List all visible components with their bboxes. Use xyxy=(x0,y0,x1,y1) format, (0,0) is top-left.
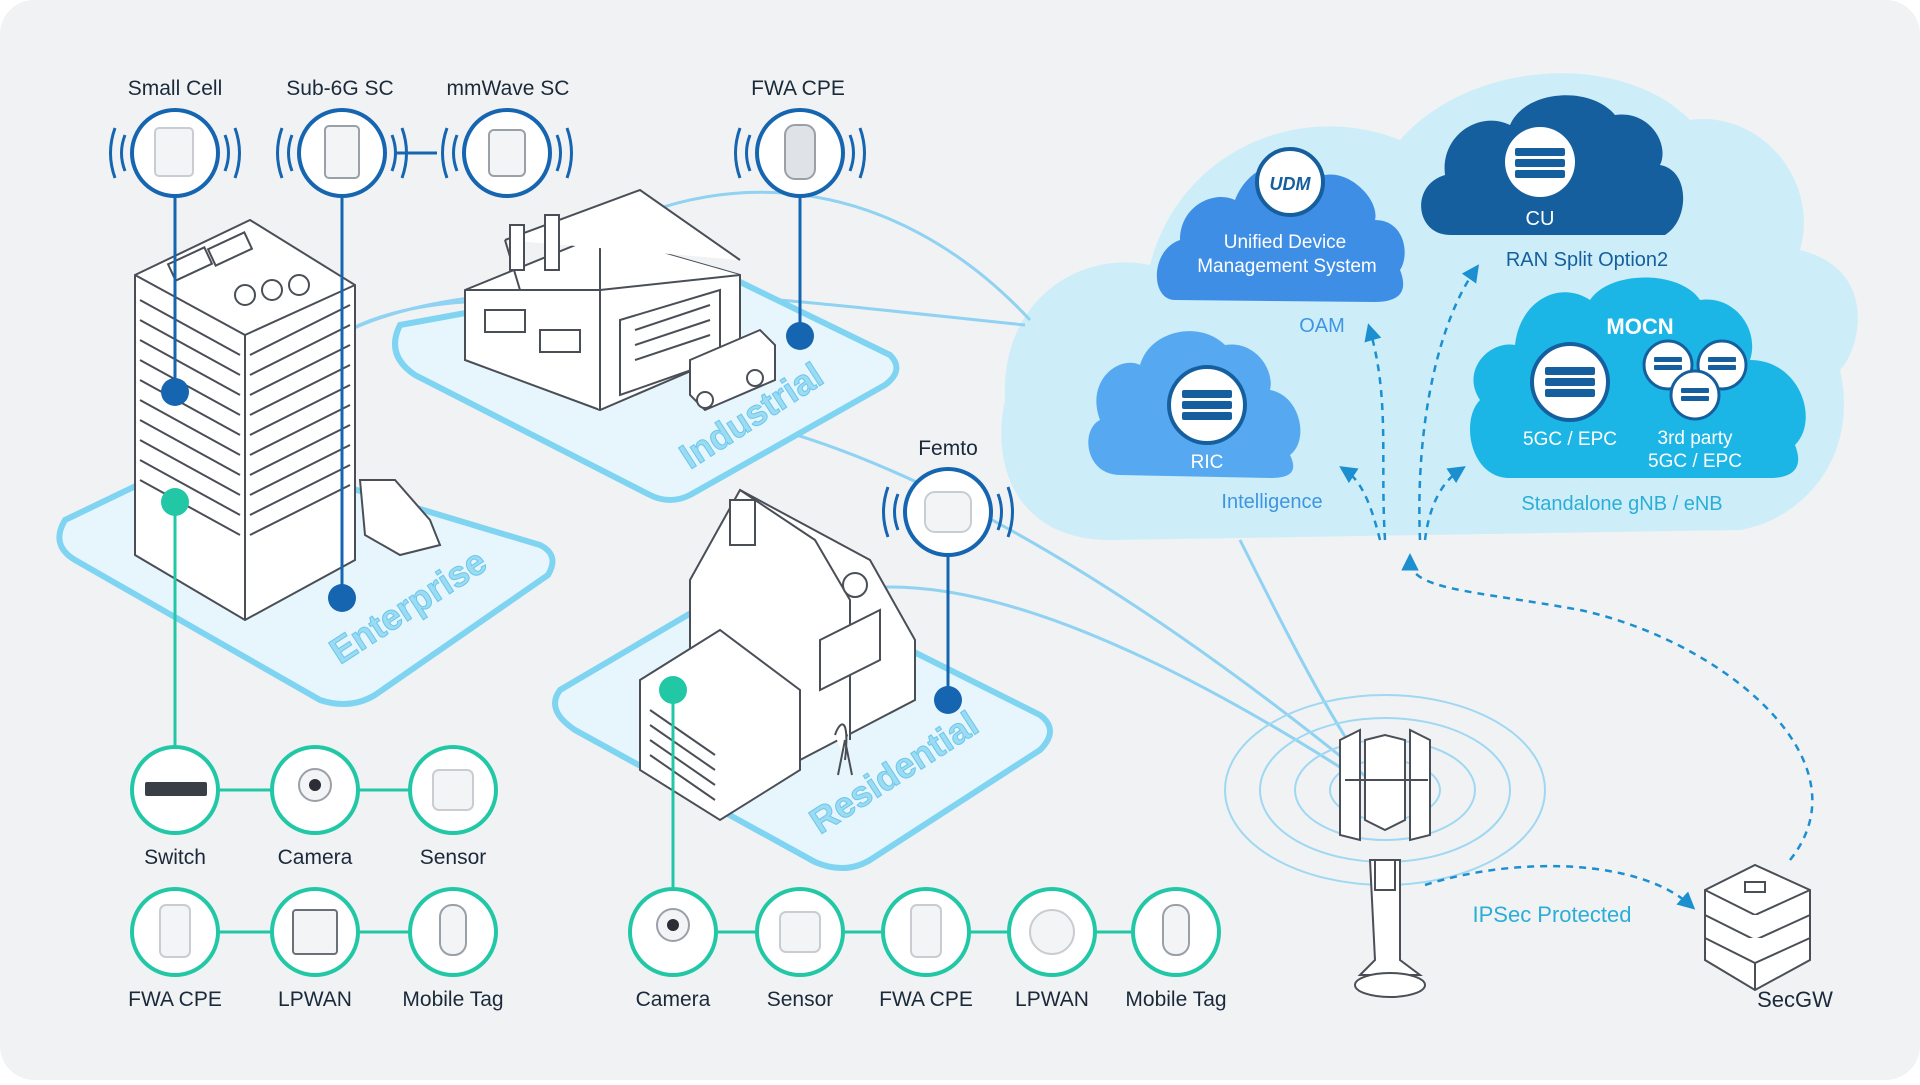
sub6g-sc-node[interactable] xyxy=(297,108,387,198)
switch-node[interactable] xyxy=(130,745,220,835)
3rd-party-server-icon-c xyxy=(1669,369,1721,421)
femto-label: Femto xyxy=(918,437,978,460)
fwa-cpe-icon xyxy=(159,904,191,958)
sensor-label-enterprise: Sensor xyxy=(420,846,487,869)
lpwan-icon xyxy=(1029,909,1075,955)
standalone-label: Standalone gNB / eNB xyxy=(1521,493,1722,515)
small-cell-icon xyxy=(154,127,194,177)
sensor-node-enterprise[interactable] xyxy=(408,745,498,835)
femto-node[interactable] xyxy=(903,467,993,557)
teal-endpoint-dots xyxy=(161,488,687,704)
fwa-cpe-node[interactable] xyxy=(755,108,845,198)
switch-label: Switch xyxy=(144,846,206,869)
fwa-cpe-label-enterprise: FWA CPE xyxy=(128,988,222,1011)
mobile-tag-icon xyxy=(1162,904,1190,956)
factory-building xyxy=(464,188,776,412)
fwa-cpe-label-residential: FWA CPE xyxy=(879,988,973,1011)
small-cell-label: Small Cell xyxy=(128,77,223,100)
ipsec-arrow xyxy=(1424,864,1696,910)
mmwave-sc-label: mmWave SC xyxy=(447,77,570,100)
fwa-cpe-label: FWA CPE xyxy=(751,77,845,100)
sub6g-sc-label: Sub-6G SC xyxy=(286,77,393,100)
mobile-tag-icon xyxy=(439,904,467,956)
device-connector-lines xyxy=(173,151,950,700)
secgw-appliance xyxy=(1704,863,1811,992)
ric-label: RIC xyxy=(1191,452,1224,473)
cu-cloud: CU xyxy=(1421,95,1684,235)
mmwave-sc-node[interactable] xyxy=(462,108,552,198)
fwa-cpe-icon xyxy=(784,124,816,180)
camera-node-enterprise[interactable] xyxy=(270,745,360,835)
fwa-cpe-icon xyxy=(910,904,942,958)
lpwan-icon xyxy=(292,909,338,955)
udm-cloud: UDM Unified Device Management System xyxy=(1156,147,1405,302)
sensor-icon xyxy=(432,769,474,811)
sensor-node-residential[interactable] xyxy=(755,887,845,977)
small-cell-node[interactable] xyxy=(130,108,220,198)
lpwan-label-enterprise: LPWAN xyxy=(278,988,352,1011)
ran-split-label: RAN Split Option2 xyxy=(1506,249,1668,271)
signal-arcs xyxy=(109,127,1014,538)
sub6g-sc-icon xyxy=(324,125,360,179)
ric-cloud: RIC xyxy=(1088,331,1301,478)
radio-tower xyxy=(1224,694,1546,998)
mmwave-sc-icon xyxy=(488,129,526,177)
switch-icon xyxy=(145,782,207,796)
device-endpoint-dots xyxy=(161,322,962,714)
udm-logo-text: UDM xyxy=(1270,174,1312,194)
fwa-cpe-node-residential[interactable] xyxy=(881,887,971,977)
udm-label-line2: Management System xyxy=(1197,256,1377,277)
fwa-cpe-node-enterprise[interactable] xyxy=(130,887,220,977)
3rd-party-label-2: 5GC / EPC xyxy=(1648,451,1742,472)
enterprise-tower xyxy=(134,218,442,622)
oam-label: OAM xyxy=(1299,315,1345,337)
mobile-tag-node-residential[interactable] xyxy=(1131,887,1221,977)
camera-node-residential[interactable] xyxy=(628,887,718,977)
lpwan-node-residential[interactable] xyxy=(1007,887,1097,977)
mobile-tag-label-residential: Mobile Tag xyxy=(1125,988,1226,1011)
cu-label: CU xyxy=(1526,208,1555,230)
ipsec-label: IPSec Protected xyxy=(1473,902,1632,927)
3rd-party-label-1: 3rd party xyxy=(1658,428,1733,449)
sensor-label-residential: Sensor xyxy=(767,988,834,1011)
lpwan-node-enterprise[interactable] xyxy=(270,887,360,977)
lpwan-label-residential: LPWAN xyxy=(1015,988,1089,1011)
udm-logo-icon xyxy=(1255,147,1325,217)
secgw-label: SecGW xyxy=(1757,987,1833,1012)
camera-label-enterprise: Camera xyxy=(278,846,353,869)
mocn-label: MOCN xyxy=(1606,314,1673,339)
camera-label-residential: Camera xyxy=(636,988,711,1011)
udm-label-line1: Unified Device xyxy=(1224,232,1347,253)
femto-icon xyxy=(924,491,972,533)
5gc-epc-label: 5GC / EPC xyxy=(1523,429,1617,450)
mobile-tag-node-enterprise[interactable] xyxy=(408,887,498,977)
sensor-icon xyxy=(779,911,821,953)
residential-house xyxy=(639,488,916,822)
core-cloud: UDM Unified Device Management System OAM… xyxy=(1001,73,1858,861)
intelligence-label: Intelligence xyxy=(1221,491,1322,513)
mocn-cloud: MOCN 5GC / EPC 3rd party 5GC / EPC xyxy=(1470,277,1806,478)
mobile-tag-label-enterprise: Mobile Tag xyxy=(402,988,503,1011)
